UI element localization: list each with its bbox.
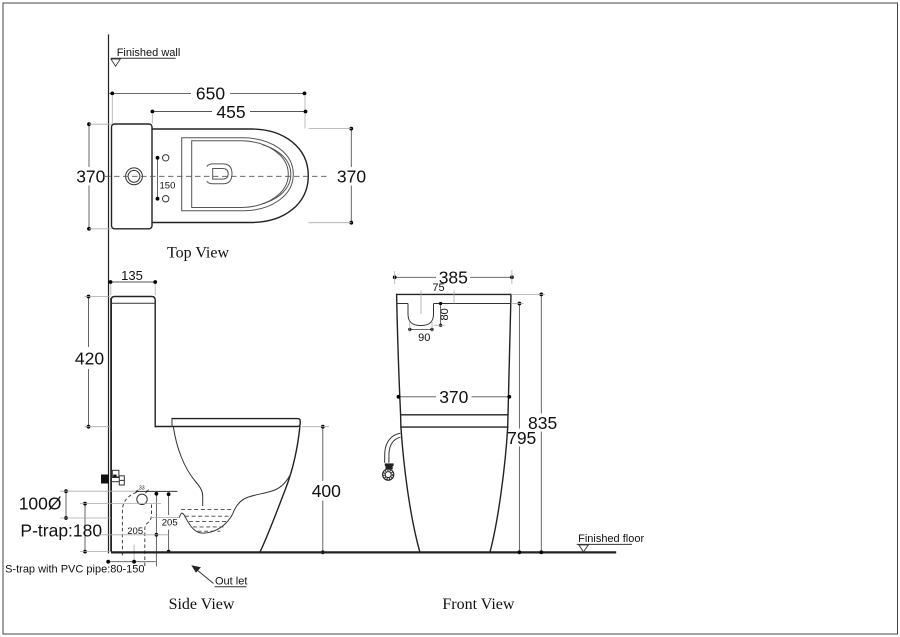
svg-text:Front View: Front View [442,596,515,613]
svg-text:370: 370 [439,387,468,407]
svg-text:P-trap:180: P-trap:180 [20,520,102,540]
svg-text:Finished wall: Finished wall [117,47,181,59]
svg-text:100Ø: 100Ø [19,494,62,514]
svg-text:150: 150 [160,181,176,192]
svg-text:205: 205 [162,518,178,529]
svg-text:370: 370 [76,167,105,187]
svg-text:75: 75 [432,282,444,294]
svg-text:Top View: Top View [167,245,230,262]
svg-text:33: 33 [139,486,145,492]
svg-text:80: 80 [439,308,451,320]
svg-text:650: 650 [196,84,225,104]
svg-text:Out let: Out let [215,576,247,588]
svg-text:90: 90 [418,332,430,344]
svg-text:455: 455 [216,102,245,122]
svg-text:385: 385 [439,268,468,288]
svg-text:Finished floor: Finished floor [578,533,644,545]
svg-text:400: 400 [312,481,341,501]
svg-text:205: 205 [127,526,143,537]
svg-text:420: 420 [75,348,104,368]
svg-text:Side View: Side View [169,596,235,613]
svg-text:370: 370 [337,167,366,187]
svg-text:795: 795 [507,428,536,448]
svg-text:135: 135 [121,268,143,283]
svg-text:S-trap with PVC pipe:80-150: S-trap with PVC pipe:80-150 [5,564,144,576]
svg-text:835: 835 [528,413,557,433]
